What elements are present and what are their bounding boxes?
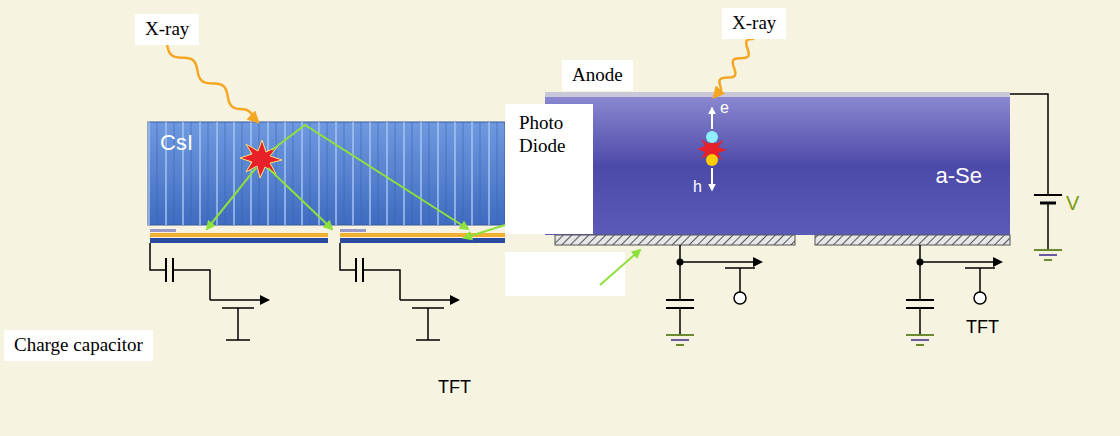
csi-scintillator: CsI [148, 122, 505, 225]
light-ray [207, 168, 256, 229]
component-label: TFT [966, 318, 999, 338]
voltage-label: V [1066, 192, 1079, 214]
x-ray-wave-arrow [714, 39, 754, 97]
tft-channel [400, 299, 452, 301]
tft-gate-terminal [734, 292, 746, 304]
hole [706, 154, 718, 166]
bias-wire [1010, 94, 1048, 195]
tft-gate-bar [226, 339, 250, 341]
x-ray-label-box: X-ray [135, 14, 199, 45]
capacitor-label-box: Charge capacitor [4, 330, 153, 361]
charge-carrier-label: e [720, 99, 729, 117]
tft-arrow [260, 295, 270, 305]
hole-drift-arrow [711, 168, 713, 190]
tft-arrow [753, 257, 763, 267]
tft-channel [210, 299, 262, 301]
capacitor-plate [906, 299, 934, 301]
csi-block [148, 122, 505, 225]
x-ray-wave-arrow [167, 45, 258, 122]
component-label: TFT [438, 378, 471, 398]
wire [173, 270, 210, 300]
node-text: a-Se [936, 163, 982, 189]
charge-carrier-label: h [693, 178, 702, 196]
tft-arrow [993, 257, 1003, 267]
anode-label-box: Anode [562, 60, 633, 91]
ground-symbol [1044, 259, 1052, 261]
tft-gate-terminal [974, 292, 986, 304]
photodiode-electrode [150, 229, 176, 232]
x-ray-label-box: X-ray [722, 8, 786, 39]
pointer-arrow [600, 250, 640, 285]
light-ray [272, 125, 468, 229]
node-text: CsI [160, 130, 493, 156]
ground-symbol [1039, 254, 1057, 256]
capacitor-plate [165, 258, 167, 282]
electron [706, 131, 718, 143]
a-se-photoconductor: a-Se [545, 97, 1010, 235]
capacitor-plate [355, 258, 357, 282]
csi-columns [148, 122, 505, 225]
node-text: Anode [572, 64, 623, 87]
wire [919, 308, 921, 335]
pointer-arrow [464, 225, 505, 238]
ground-symbol [916, 344, 924, 346]
capacitor-plate [666, 299, 694, 301]
wire [679, 308, 681, 335]
photodiode-label-box: Photo Diode [505, 104, 593, 166]
tft-channel [680, 261, 755, 263]
photodiode-layer [340, 238, 505, 243]
photodiode-electrode [340, 229, 366, 232]
tft-gate-bar [416, 339, 440, 341]
pixel-electrode [555, 235, 795, 245]
ground-symbol [671, 339, 689, 341]
photodiode-layer [150, 233, 328, 237]
ground-symbol [1034, 249, 1062, 251]
tft-gate-lead [979, 268, 981, 292]
tft-channel [920, 261, 995, 263]
blank-patch [505, 252, 625, 296]
node-text: X-ray [732, 12, 776, 35]
tft-gate-lead [427, 308, 429, 340]
blank-patch [505, 164, 593, 234]
anode-electrode [545, 92, 1010, 97]
scintillation-flash [240, 140, 282, 178]
node-text: Charge capacitor [14, 334, 143, 357]
tft-gate-lead [237, 308, 239, 340]
light-ray [268, 168, 332, 229]
bias-wire [1047, 203, 1049, 250]
tft-arrow [450, 295, 460, 305]
wire [919, 245, 921, 300]
ground-symbol [666, 334, 694, 336]
ground-symbol [676, 344, 684, 346]
node-text: X-ray [145, 18, 189, 41]
wire [363, 270, 400, 300]
wire [679, 245, 681, 300]
node-text: Photo Diode [519, 112, 579, 158]
battery-plate [1034, 194, 1062, 196]
pixel-electrode [815, 235, 1010, 245]
wire [340, 243, 356, 270]
ground-symbol [911, 339, 929, 341]
photodiode-layer [150, 238, 328, 243]
ground-symbol [906, 334, 934, 336]
electron-drift-arrow [711, 108, 713, 129]
wire [150, 243, 166, 270]
tft-gate-lead [739, 268, 741, 292]
a-se-block [545, 97, 1010, 235]
